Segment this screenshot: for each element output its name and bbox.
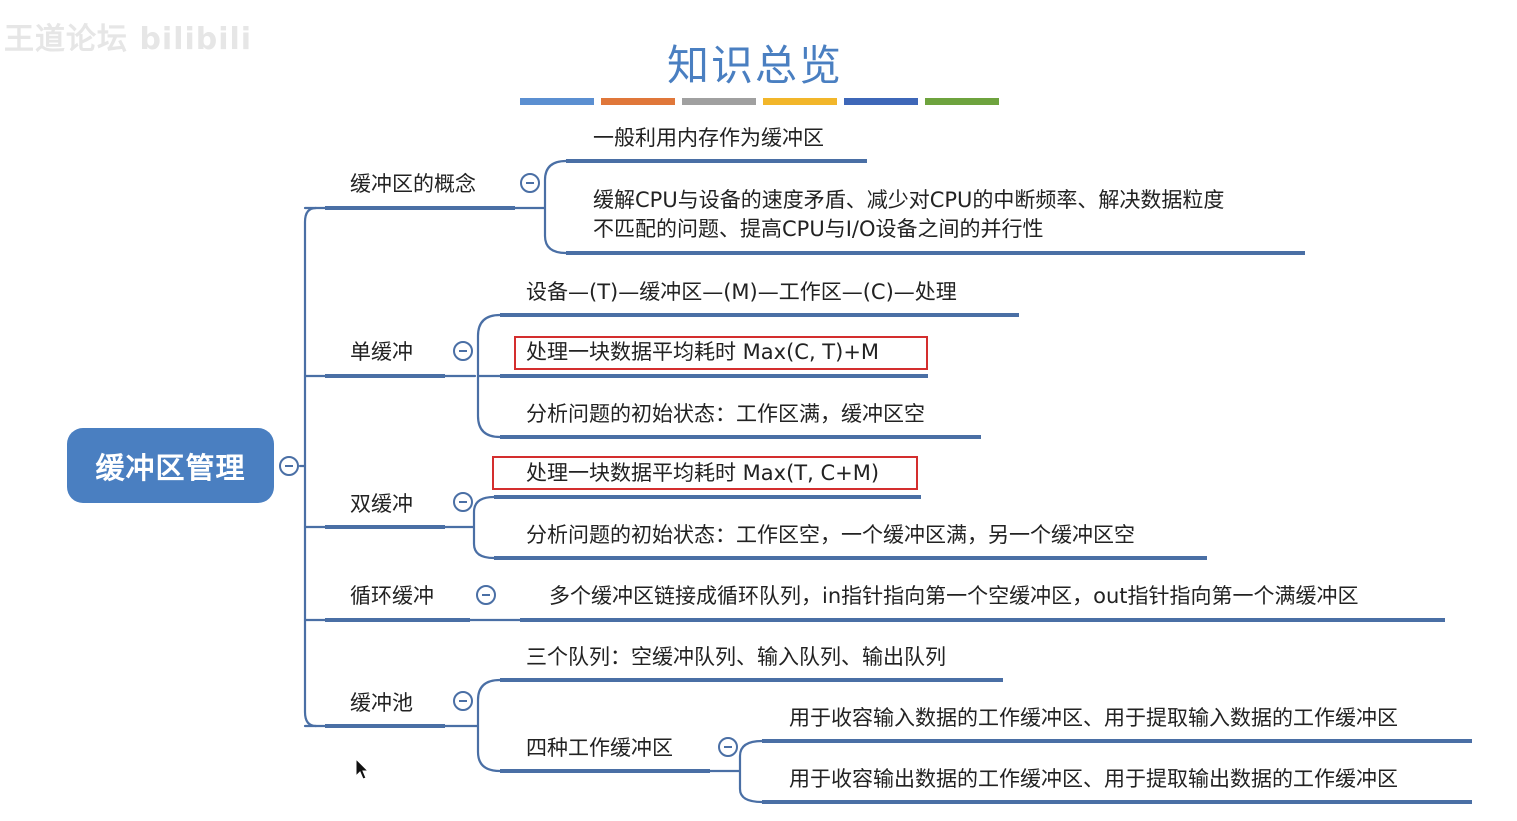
branch-single[interactable]: 单缓冲 <box>350 340 413 364</box>
single-item-2-highlight <box>514 336 928 370</box>
title-color-bar <box>601 98 675 105</box>
subpool-collapse-icon[interactable] <box>718 737 738 757</box>
title-color-bar <box>520 98 594 105</box>
title-color-bar <box>844 98 918 105</box>
subpool-item-1[interactable]: 用于收容输入数据的工作缓冲区、用于提取输入数据的工作缓冲区 <box>789 706 1398 730</box>
pool-collapse-icon[interactable] <box>453 691 473 711</box>
concept-item-1[interactable]: 一般利用内存作为缓冲区 <box>593 126 824 150</box>
double-item-1[interactable]: 处理一块数据平均耗时 Max(T, C+M) <box>526 461 880 485</box>
pool-bracket <box>443 678 502 773</box>
single-collapse-icon[interactable] <box>453 341 473 361</box>
subbranch-working-buffers[interactable]: 四种工作缓冲区 <box>526 736 673 760</box>
circular-item-1[interactable]: 多个缓冲区链接成循环队列，in指针指向第一个空缓冲区，out指针指向第一个满缓冲… <box>549 584 1359 608</box>
root-collapse-icon[interactable] <box>279 456 299 476</box>
title-color-bar <box>763 98 837 105</box>
single-bracket <box>443 313 502 439</box>
title-color-bar <box>682 98 756 105</box>
pool-item-1[interactable]: 三个队列：空缓冲队列、输入队列、输出队列 <box>526 645 946 669</box>
watermark: 王道论坛 bilibili <box>4 22 253 57</box>
single-item-3[interactable]: 分析问题的初始状态：工作区满，缓冲区空 <box>526 402 925 426</box>
subpool-item-2[interactable]: 用于收容输出数据的工作缓冲区、用于提取输出数据的工作缓冲区 <box>789 767 1398 791</box>
subpool-bracket <box>708 739 764 804</box>
concept-bracket <box>513 159 568 255</box>
single-item-2[interactable]: 处理一块数据平均耗时 Max(C, T)+M <box>526 340 880 364</box>
branch-pool[interactable]: 缓冲池 <box>350 691 413 715</box>
branch-double[interactable]: 双缓冲 <box>350 492 413 516</box>
single-item-1[interactable]: 设备—(T)—缓冲区—(M)—工作区—(C)—处理 <box>526 280 957 304</box>
concept-item-2b[interactable]: 不匹配的问题、提高CPU与I/O设备之间的并行性 <box>593 217 1044 241</box>
branch-circular[interactable]: 循环缓冲 <box>350 584 434 608</box>
root-node[interactable]: 缓冲区管理 <box>67 428 274 503</box>
concept-collapse-icon[interactable] <box>520 173 540 193</box>
circular-collapse-icon[interactable] <box>476 585 496 605</box>
title-color-bar <box>925 98 999 105</box>
page-title: 知识总览 <box>666 41 843 90</box>
root-trunk <box>303 206 318 728</box>
double-item-1-highlight <box>492 456 918 490</box>
double-item-2[interactable]: 分析问题的初始状态：工作区空，一个缓冲区满，另一个缓冲区空 <box>526 523 1135 547</box>
mouse-cursor-icon <box>355 758 370 780</box>
double-collapse-icon[interactable] <box>453 492 473 512</box>
branch-concept[interactable]: 缓冲区的概念 <box>350 172 476 196</box>
concept-item-2[interactable]: 缓解CPU与设备的速度矛盾、减少对CPU的中断频率、解决数据粒度 <box>593 188 1225 212</box>
double-bracket <box>443 495 496 560</box>
